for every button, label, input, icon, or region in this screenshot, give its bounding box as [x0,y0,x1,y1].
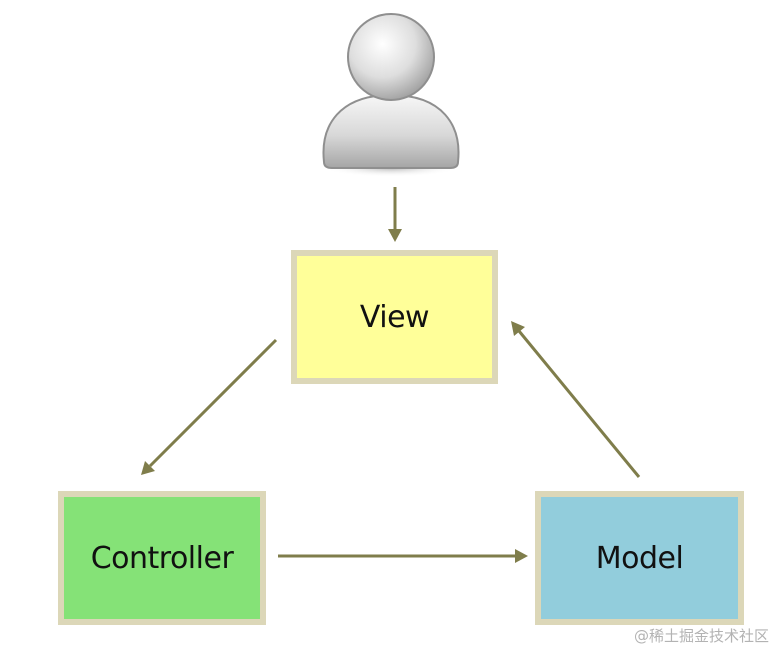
view-label: View [359,299,430,335]
controller-node: Controller [58,491,266,625]
view-node: View [291,250,498,384]
model-label: Model [595,540,684,576]
arrow-controller-to-model [278,549,528,563]
arrow-view-to-controller [141,338,278,475]
user-icon [322,13,460,177]
model-node: Model [535,491,744,625]
controller-label: Controller [90,540,234,576]
watermark: @稀土掘金技术社区 [633,627,769,645]
arrow-model-to-view [511,321,641,478]
arrow-user-to-view [388,187,402,242]
